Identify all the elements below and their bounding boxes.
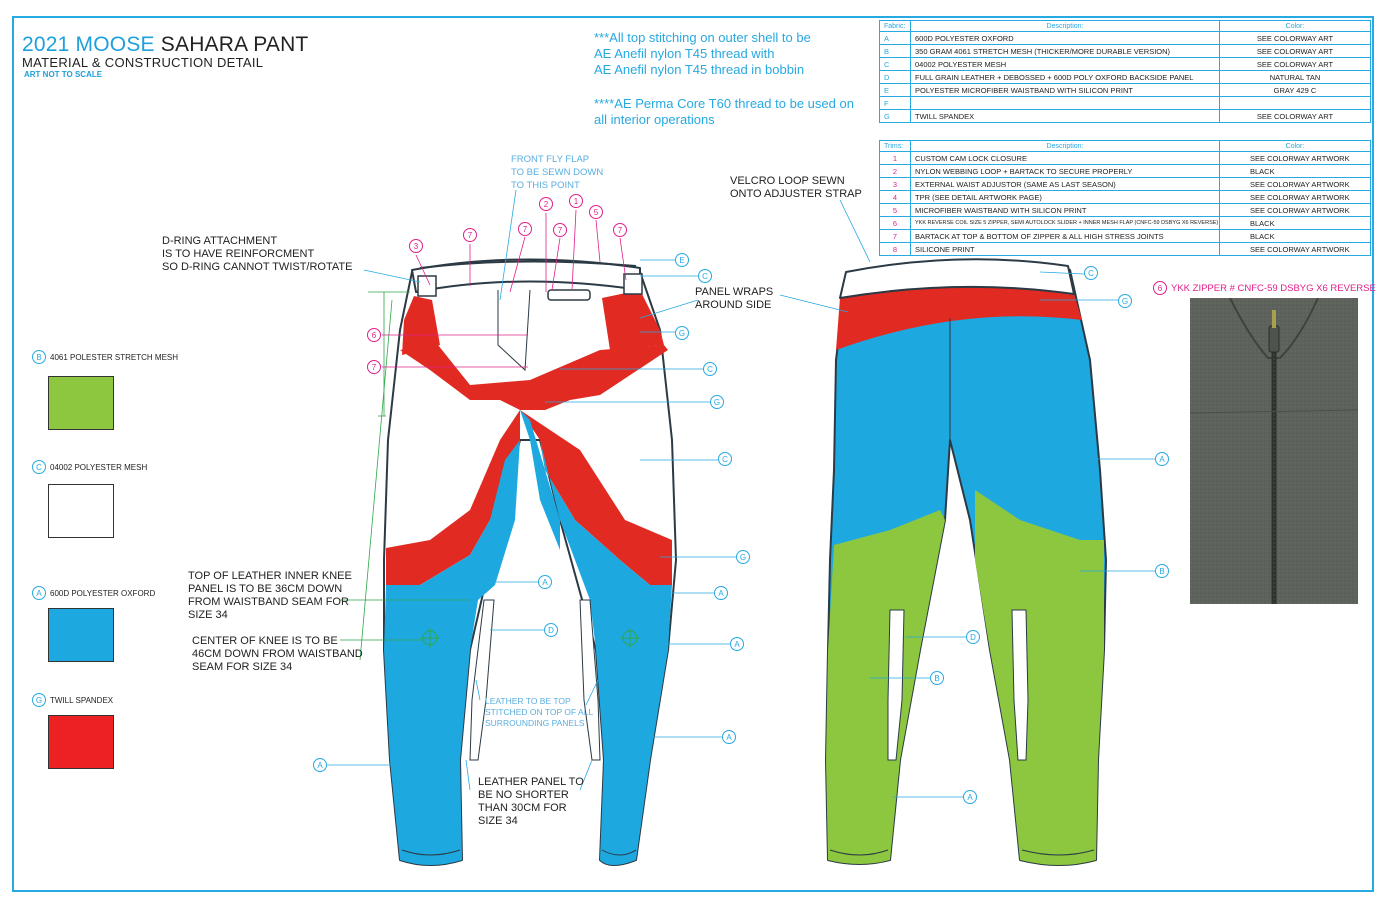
trim-marker: 6 [367,328,381,342]
page-border [12,16,1374,892]
swatch-label: 04002 POLYESTER MESH [50,462,148,472]
swatch-color [48,608,114,662]
stitch-note-line: all interior operations [594,112,715,127]
fabric-marker: D [966,630,980,644]
zipper-photo [1190,298,1358,604]
page-subtitle: MATERIAL & CONSTRUCTION DETAIL [22,55,264,70]
stitch-note-line: ****AE Perma Core T60 thread to be used … [594,96,854,111]
fabric-marker: G [736,550,750,564]
swatch-label: 4061 POLESTER STRETCH MESH [50,352,179,362]
back-pants [825,258,1107,866]
fabric-marker: D [544,623,558,637]
swatch-color [48,376,114,430]
fabric-marker: A [730,637,744,651]
swatch-color [48,484,114,538]
trim-marker: 7 [463,228,477,242]
swatch-key: A [32,586,46,600]
page-title: 2021 MOOSE SAHARA PANT [22,33,308,57]
table-header-row: Trims: Description: Color: [879,140,1371,152]
fabric-marker: C [703,362,717,376]
swatch-key: B [32,350,46,364]
swatch-key: G [32,693,46,707]
swatch-b: B 4061 POLESTER STRETCH MESH [32,350,178,430]
stitch-notes: ***All top stitching on outer shell to b… [594,30,854,128]
table-header-row: Fabric: Description: Color: [879,20,1371,32]
swatch-a: A 600D POLYESTER OXFORD [32,586,155,662]
swatch-label: 600D POLYESTER OXFORD [50,588,156,598]
trim-marker: 3 [409,239,423,253]
trim-marker: 5 [589,205,603,219]
fabric-marker: E [675,253,689,267]
fabric-marker: G [1118,294,1132,308]
fabric-marker: A [722,730,736,744]
fabric-marker: A [714,586,728,600]
zipper-label: 6 YKK ZIPPER # CNFC-59 DSBYG X6 REVERSE [1153,281,1376,295]
scale-note: ART NOT TO SCALE [24,70,103,79]
title-brand: 2021 MOOSE [22,33,155,56]
fabric-marker: G [710,395,724,409]
front-pants [383,258,677,866]
zipper-key: 6 [1153,281,1167,295]
trim-marker: 7 [553,223,567,237]
stitch-note-line: AE Anefil nylon T45 thread with [594,46,775,61]
fabric-marker: A [1155,452,1169,466]
fabric-marker: C [1084,266,1098,280]
stitch-note-line: ***All top stitching on outer shell to b… [594,30,811,45]
fabric-marker: A [963,790,977,804]
fabric-marker: C [698,269,712,283]
fabric-marker: A [538,575,552,589]
trim-marker: 2 [539,197,553,211]
fabric-marker: C [718,452,732,466]
fabric-marker: B [930,671,944,685]
fabric-marker: A [313,758,327,772]
swatch-key: C [32,460,46,474]
trim-marker: 7 [613,223,627,237]
fabric-marker: B [1155,564,1169,578]
zipper-text: YKK ZIPPER # CNFC-59 DSBYG X6 REVERSE [1171,282,1376,294]
trim-marker: 1 [569,194,583,208]
fabric-marker: G [675,326,689,340]
swatch-g: G TWILL SPANDEX [32,693,114,769]
stitch-note-line: AE Anefil nylon T45 thread in bobbin [594,62,805,77]
swatch-c: C 04002 POLYESTER MESH [32,460,147,538]
title-product: SAHARA PANT [160,33,309,56]
leader-lines [327,189,1155,798]
trim-marker: 7 [367,360,381,374]
swatch-label: TWILL SPANDEX [50,695,114,705]
trim-marker: 7 [518,222,532,236]
swatch-color [48,715,114,769]
